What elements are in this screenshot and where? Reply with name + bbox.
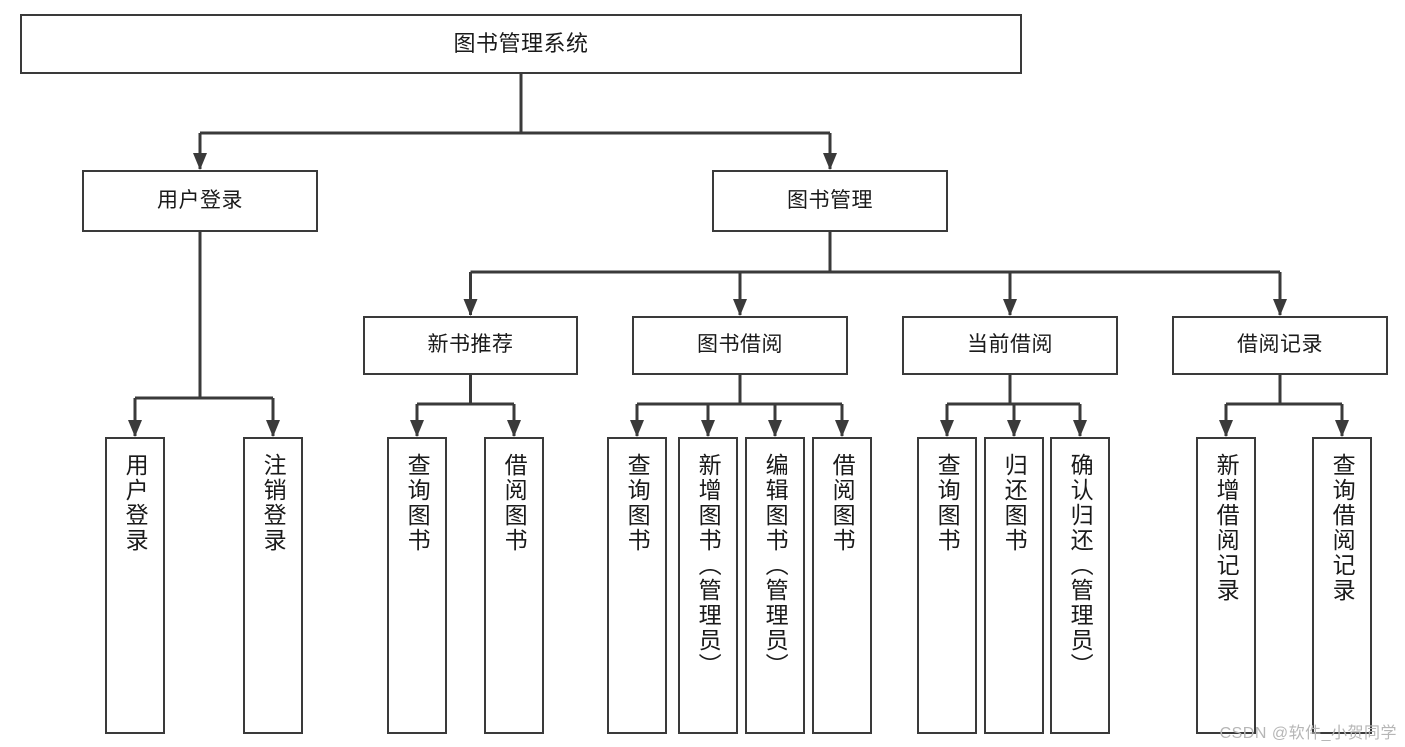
node-leaf-borrow-2[interactable]: 新增图书（管理员） (678, 437, 738, 734)
arrowhead-leaf-cur-1 (940, 420, 954, 437)
node-label-leaf-rec-2: 查询借阅记录 (1329, 453, 1356, 603)
node-label-leaf-login-2: 注销登录 (260, 453, 287, 553)
node-label-leaf-login-1: 用户登录 (122, 453, 149, 553)
arrowhead-leaf-borrow-1 (630, 420, 644, 437)
node-label-leaf-rec-1: 新增借阅记录 (1213, 453, 1240, 603)
node-label-login: 用户登录 (157, 188, 243, 212)
node-label-root: 图书管理系统 (453, 31, 589, 57)
node-borrow[interactable]: 图书借阅 (632, 316, 848, 375)
arrowhead-login (193, 153, 207, 170)
node-label-newbook: 新书推荐 (427, 333, 514, 357)
node-current[interactable]: 当前借阅 (902, 316, 1118, 375)
arrowhead-leaf-cur-2 (1007, 420, 1021, 437)
node-leaf-login-2[interactable]: 注销登录 (243, 437, 303, 734)
node-leaf-rec-1[interactable]: 新增借阅记录 (1196, 437, 1256, 734)
node-leaf-new-1[interactable]: 查询图书 (387, 437, 447, 734)
arrowhead-leaf-login-1 (128, 420, 142, 437)
node-newbook[interactable]: 新书推荐 (363, 316, 578, 375)
arrowhead-leaf-rec-1 (1219, 420, 1233, 437)
arrowhead-leaf-cur-3 (1073, 420, 1087, 437)
node-leaf-login-1[interactable]: 用户登录 (105, 437, 165, 734)
node-leaf-cur-1[interactable]: 查询图书 (917, 437, 977, 734)
arrowhead-leaf-borrow-2 (701, 420, 715, 437)
arrowhead-leaf-borrow-4 (835, 420, 849, 437)
arrowhead-current (1003, 299, 1017, 316)
node-label-leaf-borrow-4: 借阅图书 (829, 453, 856, 553)
arrowhead-leaf-borrow-3 (768, 420, 782, 437)
node-leaf-borrow-1[interactable]: 查询图书 (607, 437, 667, 734)
node-label-current: 当前借阅 (967, 333, 1053, 357)
arrowhead-record (1273, 299, 1287, 316)
node-bookmgmt[interactable]: 图书管理 (712, 170, 948, 232)
arrowhead-leaf-new-2 (507, 420, 521, 437)
node-label-bookmgmt: 图书管理 (787, 188, 873, 212)
arrowhead-leaf-new-1 (410, 420, 424, 437)
arrowhead-newbook (463, 299, 478, 316)
arrowhead-borrow (733, 299, 747, 316)
node-label-borrow: 图书借阅 (697, 333, 783, 357)
node-leaf-cur-2[interactable]: 归还图书 (984, 437, 1044, 734)
node-label-leaf-new-1: 查询图书 (404, 453, 431, 553)
arrowhead-leaf-login-2 (266, 420, 280, 437)
node-root[interactable]: 图书管理系统 (20, 14, 1022, 74)
node-label-leaf-borrow-3: 编辑图书（管理员） (762, 453, 789, 678)
node-label-leaf-cur-1: 查询图书 (934, 453, 961, 553)
node-leaf-rec-2[interactable]: 查询借阅记录 (1312, 437, 1372, 734)
node-leaf-borrow-3[interactable]: 编辑图书（管理员） (745, 437, 805, 734)
node-record[interactable]: 借阅记录 (1172, 316, 1388, 375)
arrowhead-leaf-rec-2 (1335, 420, 1349, 437)
node-leaf-new-2[interactable]: 借阅图书 (484, 437, 544, 734)
node-label-record: 借阅记录 (1237, 333, 1323, 357)
node-label-leaf-borrow-1: 查询图书 (624, 453, 651, 553)
watermark-text: CSDN @软件_小贺同学 (1219, 725, 1397, 742)
node-login[interactable]: 用户登录 (82, 170, 318, 232)
arrowhead-bookmgmt (823, 153, 837, 170)
node-label-leaf-cur-2: 归还图书 (1001, 453, 1028, 553)
node-label-leaf-cur-3: 确认归还（管理员） (1067, 453, 1094, 678)
node-leaf-cur-3[interactable]: 确认归还（管理员） (1050, 437, 1110, 734)
node-label-leaf-new-2: 借阅图书 (501, 453, 528, 553)
node-leaf-borrow-4[interactable]: 借阅图书 (812, 437, 872, 734)
node-label-leaf-borrow-2: 新增图书（管理员） (695, 453, 722, 678)
